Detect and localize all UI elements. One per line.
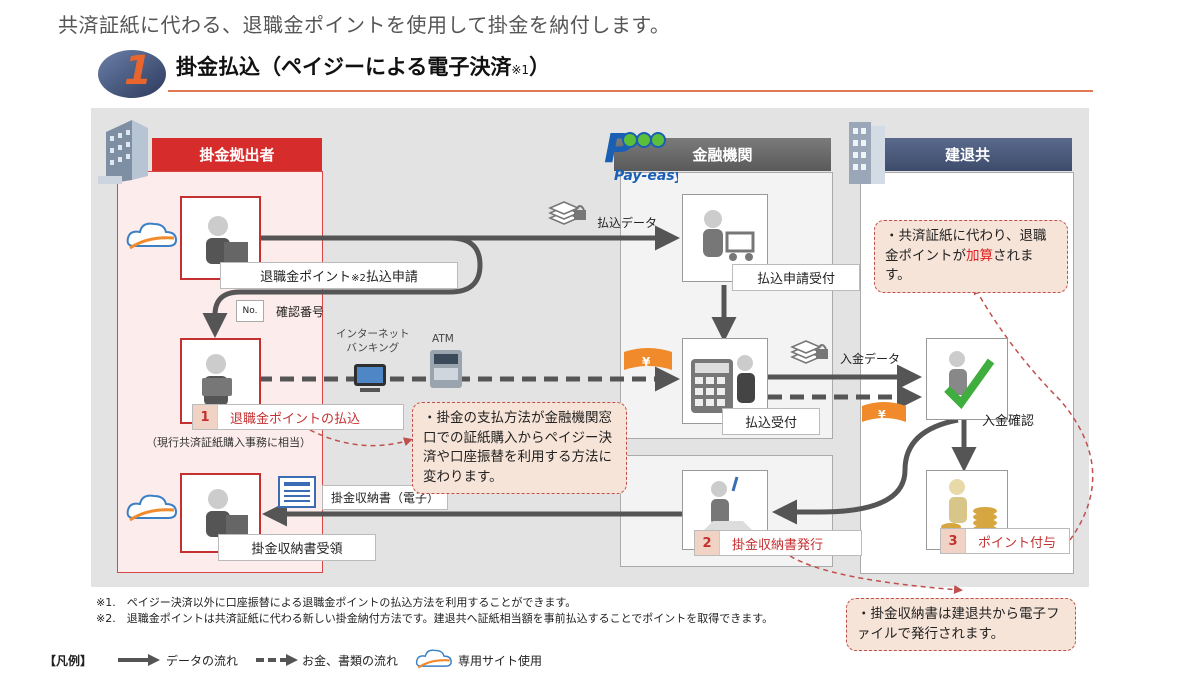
payment-receive-label: 払込受付 xyxy=(722,408,820,435)
legend-solid-arrow-icon xyxy=(118,654,160,666)
confirm-number-icon: No. xyxy=(236,300,264,322)
apply-receive-label: 払込申請受付 xyxy=(732,264,860,291)
deposit-confirm-label: 入金確認 xyxy=(982,414,1035,429)
payment-method-note: ・掛金の支払方法が金融機関窓口での証紙購入からペイジー決済や口座振替を利用する方… xyxy=(412,402,627,495)
atm-label: ATM xyxy=(432,333,454,345)
section-title: 掛金払込（ペイジーによる電子決済※1） xyxy=(176,55,551,79)
kentai-header: 建退共 xyxy=(863,138,1072,171)
person-check-icon xyxy=(944,351,995,410)
payer-header: 掛金拠出者 xyxy=(152,138,322,171)
points-added-note: ・共済証紙に代わり、退職金ポイントが加算されます。 xyxy=(874,220,1068,293)
internet-banking-label: インターネット バンキング xyxy=(336,328,410,354)
step-2-number: 2 xyxy=(695,531,720,555)
person-laptop-icon xyxy=(206,216,248,264)
person-writing-icon xyxy=(703,476,753,531)
svg-text:¥: ¥ xyxy=(878,408,886,421)
transfer-data-label: 払込データ xyxy=(597,216,658,230)
svg-text:¥: ¥ xyxy=(642,355,651,369)
current-purchase-note: （現行共済証紙購入事務に相当） xyxy=(146,436,311,449)
kentai-building-icon xyxy=(849,122,885,184)
company-building-icon xyxy=(98,120,148,184)
apply-label: 退職金ポイント※2払込申請 xyxy=(220,262,458,289)
confirm-number-label: 確認番号 xyxy=(276,305,325,319)
legend-cloud-icon xyxy=(415,649,452,669)
receipt-receive-label: 掛金収納書受領 xyxy=(218,534,376,561)
yen-bill-icon: ¥ xyxy=(862,402,906,422)
deposit-data-label: 入金データ xyxy=(840,352,901,366)
payer-receipt-card xyxy=(180,473,261,553)
badge-number: 1 xyxy=(124,48,152,94)
step-1-number: 1 xyxy=(193,405,218,429)
yen-bill-icon: ¥ xyxy=(624,348,672,370)
legend-dashed-arrow-icon xyxy=(256,654,298,666)
step-2-label: 掛金収納書発行 xyxy=(732,537,824,553)
receipt-note: ・掛金収納書は建退共から電子ファイルで発行されます。 xyxy=(846,598,1076,652)
section-rule xyxy=(168,90,1093,92)
top-line: 共済証紙に代わる、退職金ポイントを使用して掛金を納付します。 xyxy=(58,13,671,37)
dedicated-site-cloud-icon xyxy=(126,222,178,250)
calculator-icon xyxy=(691,355,755,413)
person-card-icon xyxy=(202,354,232,406)
data-stack-icon xyxy=(790,340,828,364)
computer-monitor-icon xyxy=(354,364,386,392)
step-badge-icon: 1 xyxy=(98,48,166,98)
step-1: 1 退職金ポイントの払込 xyxy=(192,404,404,430)
footnote-1: ※1. ペイジー決済以外に口座振替による退職金ポイントの払込方法を利用することが… xyxy=(96,596,577,609)
step-2: 2 掛金収納書発行 xyxy=(694,530,862,556)
atm-machine-icon xyxy=(430,350,462,388)
footnote-2: ※2. 退職金ポイントは共済証紙に代わる新しい掛金納付方法です。建退共へ証紙相当… xyxy=(96,612,774,625)
legend-title: 【凡例】 xyxy=(44,654,93,668)
step-1-label: 退職金ポイントの払込 xyxy=(230,411,361,427)
payeasy-logo-text: Pay-easy xyxy=(614,168,678,184)
step-3: 3 ポイント付与 xyxy=(940,528,1070,554)
payeasy-logo-icon: P Pay-easy xyxy=(604,126,678,184)
step-3-label: ポイント付与 xyxy=(978,535,1057,551)
legend-money-flow: お金、書類の流れ xyxy=(302,654,399,668)
deposit-confirm-card xyxy=(926,338,1008,420)
person-cart-icon xyxy=(703,210,755,261)
legend-site-use: 専用サイト使用 xyxy=(458,654,543,668)
dedicated-site-cloud-icon xyxy=(126,494,178,522)
bank-header: 金融機関 xyxy=(614,138,831,171)
data-stack-icon xyxy=(548,201,586,225)
receipt-doc-icon xyxy=(278,476,316,508)
step-3-number: 3 xyxy=(941,529,966,553)
legend-data-flow: データの流れ xyxy=(166,654,239,668)
person-desk-icon xyxy=(206,489,248,537)
